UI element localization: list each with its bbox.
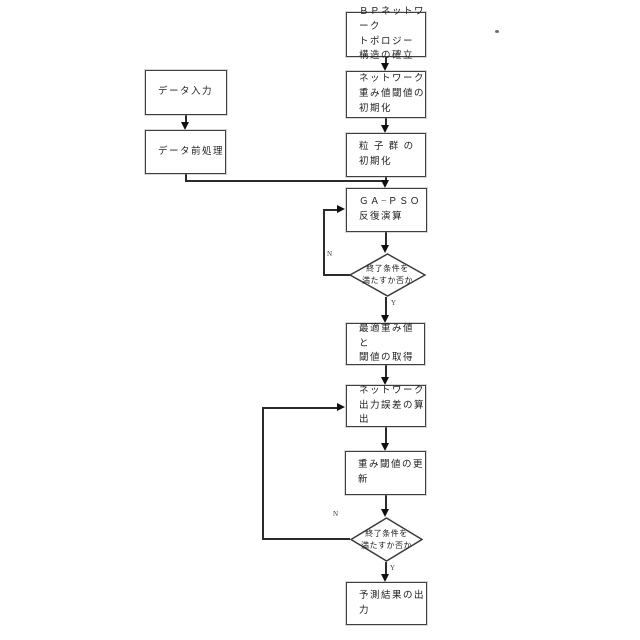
connector-preprocess-to-gapso <box>185 180 382 182</box>
connector-datainput-to-preprocess <box>185 115 187 124</box>
node-bp-topology-label: ＢＰネットワーク トポロジー 構造の確立 <box>359 7 426 62</box>
arrowhead-down-icon <box>381 180 389 188</box>
node-check1-label: 終了条件を 満たすか否か <box>362 264 413 285</box>
loop1-bottom-segment <box>323 274 350 276</box>
loop2-top-segment <box>262 407 339 409</box>
connector-getoptimal-to-outputerror <box>385 365 387 379</box>
check1-no-label: N <box>327 250 333 258</box>
arrowhead-down-icon <box>381 509 389 517</box>
node-output-result: 予測結果の出力 <box>346 582 427 625</box>
connector-check2-to-result <box>385 562 387 576</box>
connector-gapso-to-check1 <box>385 232 387 247</box>
node-output-error-label: ネットワーク 出力誤差の算出 <box>359 385 426 426</box>
arrowhead-down-icon <box>381 125 389 133</box>
node-ga-pso-label: ＧＡ−ＰＳＯ 反復演算 <box>359 197 421 222</box>
node-data-preprocess-label: データ前処理 <box>158 146 225 157</box>
node-check2-label: 終了条件を 満たすか否か <box>361 528 412 550</box>
node-bp-topology: ＢＰネットワーク トポロジー 構造の確立 <box>346 7 426 61</box>
loop2-bottom-segment <box>262 538 350 540</box>
node-init-particles-label: 粒 子 群 の 初期化 <box>359 142 415 167</box>
check1-yes-label: Y <box>391 299 397 307</box>
arrowhead-down-icon <box>381 377 389 385</box>
connector-check1-to-getoptimal <box>385 297 387 316</box>
connector-updateweights-to-check2 <box>385 495 387 511</box>
arrowhead-down-icon <box>381 574 389 582</box>
node-update-weights: 重み閾値の更新 <box>345 451 426 495</box>
node-init-particles: 粒 子 群 の 初期化 <box>346 133 426 177</box>
connector-particles-to-gapso <box>385 177 387 182</box>
connector-preprocess-down <box>185 174 187 181</box>
connector-outputerror-to-updateweights <box>385 427 387 444</box>
connector-initweights-to-particles <box>385 118 387 127</box>
check2-no-label: N <box>333 510 339 518</box>
arrowhead-down-icon <box>381 443 389 451</box>
arrowhead-down-icon <box>381 315 389 323</box>
node-check2-diamond: 終了条件を 満たすか否か <box>350 517 423 562</box>
check2-yes-label: Y <box>390 564 396 572</box>
node-output-error: ネットワーク 出力誤差の算出 <box>346 385 426 427</box>
node-check1-diamond: 終了条件を 満たすか否か <box>349 253 426 297</box>
diamond-shape-icon <box>350 517 423 562</box>
arrowhead-right-icon <box>337 403 345 411</box>
node-data-input-label: データ入力 <box>158 87 214 98</box>
node-get-optimal-label: 最適重み値と 閾値の取得 <box>359 323 415 364</box>
arrowhead-right-icon <box>337 205 345 213</box>
node-output-result-label: 予測結果の出力 <box>359 590 426 616</box>
node-data-preprocess: データ前処理 <box>145 130 226 174</box>
arrowhead-down-icon <box>181 122 189 130</box>
node-data-input: データ入力 <box>145 70 227 115</box>
node-get-optimal: 最適重み値と 閾値の取得 <box>346 323 425 365</box>
loop2-vertical-segment <box>262 407 264 539</box>
loop1-top-segment <box>323 209 339 211</box>
connector-bp-to-initweights <box>385 57 387 65</box>
node-init-weights-label: ネットワーク 重み値閾値の 初期化 <box>359 74 426 114</box>
diamond-shape-icon <box>349 253 426 297</box>
node-update-weights-label: 重み閾値の更新 <box>358 460 425 485</box>
scan-artifact-dot <box>495 30 499 33</box>
loop1-vertical-segment <box>323 209 325 275</box>
node-init-weights: ネットワーク 重み値閾値の 初期化 <box>346 71 426 118</box>
arrowhead-down-icon <box>381 245 389 253</box>
node-ga-pso: ＧＡ−ＰＳＯ 反復演算 <box>346 188 427 232</box>
arrowhead-down-icon <box>381 63 389 71</box>
